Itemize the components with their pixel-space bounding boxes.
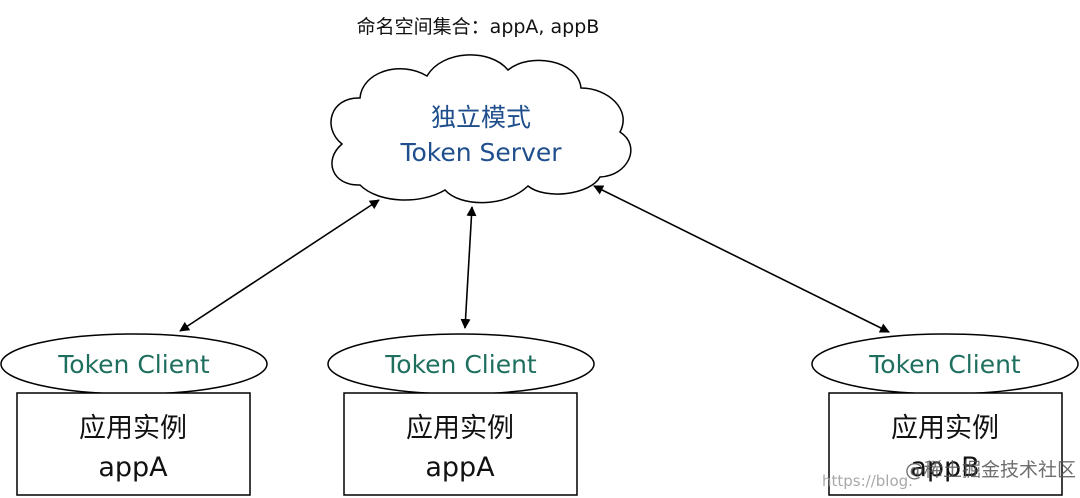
token-server-cloud: 独立模式 Token Server	[330, 54, 632, 204]
app-name-label: appA	[98, 452, 168, 483]
app-instance-label: 应用实例	[79, 413, 187, 444]
client-group-2: Token Client 应用实例 appA	[327, 333, 595, 496]
app-instance-box	[828, 392, 1063, 496]
app-instance-box	[16, 392, 251, 496]
server-mode-label: 独立模式	[431, 103, 531, 132]
token-client-label: Token Client	[868, 350, 1021, 379]
watermark-community: @稀土掘金技术社区	[905, 459, 1076, 481]
token-client-label: Token Client	[384, 350, 537, 379]
cloud-shape	[330, 54, 632, 204]
connector-arrow-3	[593, 185, 890, 333]
app-instance-label: 应用实例	[891, 413, 999, 444]
client-group-3: Token Client 应用实例 appB	[811, 333, 1079, 496]
server-name-label: Token Server	[399, 138, 562, 167]
namespace-caption: 命名空间集合：appA, appB	[357, 16, 600, 38]
connector-arrow-1	[179, 199, 380, 332]
app-instance-label: 应用实例	[406, 413, 514, 444]
watermark-url: https://blog.	[822, 472, 913, 490]
app-name-label: appB	[910, 452, 979, 483]
app-name-label: appA	[425, 452, 495, 483]
app-instance-box	[343, 392, 578, 496]
watermark: https://blog. @稀土掘金技术社区	[822, 459, 1076, 490]
connector-arrow-2	[460, 206, 477, 329]
client-group-1: Token Client 应用实例 appA	[0, 333, 268, 496]
token-client-label: Token Client	[57, 350, 210, 379]
